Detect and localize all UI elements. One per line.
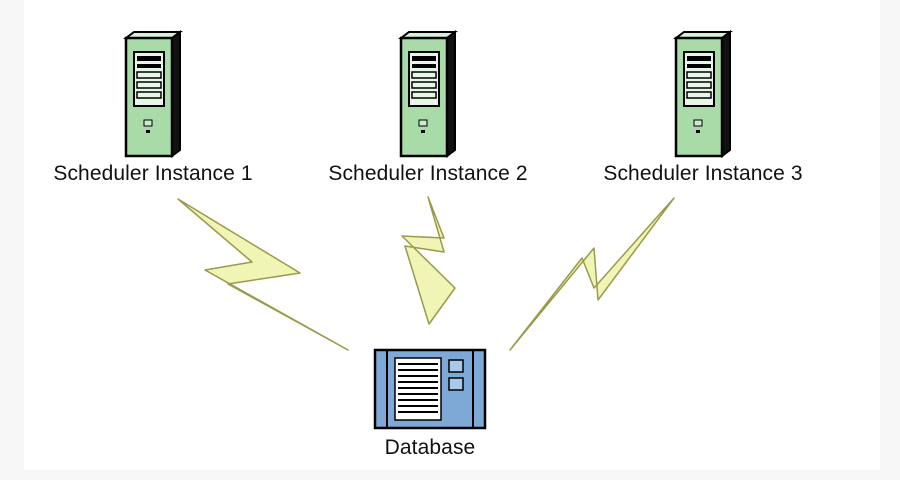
- server-tower-icon: [123, 30, 183, 158]
- database-icon: [373, 348, 487, 430]
- server-node-2: Scheduler Instance 2: [312, 30, 544, 186]
- server-label: Scheduler Instance 2: [328, 162, 528, 185]
- server-tower-icon: [673, 30, 733, 158]
- database-node: Database: [360, 346, 500, 460]
- connection-bolt-3: [509, 197, 675, 351]
- server-node-3: Scheduler Instance 3: [587, 30, 819, 186]
- server-node-1: Scheduler Instance 1: [38, 30, 268, 186]
- server-label: Scheduler Instance 1: [53, 162, 253, 185]
- connection-bolt-1: [177, 198, 349, 351]
- database-label: Database: [384, 436, 476, 459]
- server-label: Scheduler Instance 3: [603, 162, 803, 185]
- server-tower-icon: [398, 30, 458, 158]
- connection-bolt-2: [401, 196, 456, 325]
